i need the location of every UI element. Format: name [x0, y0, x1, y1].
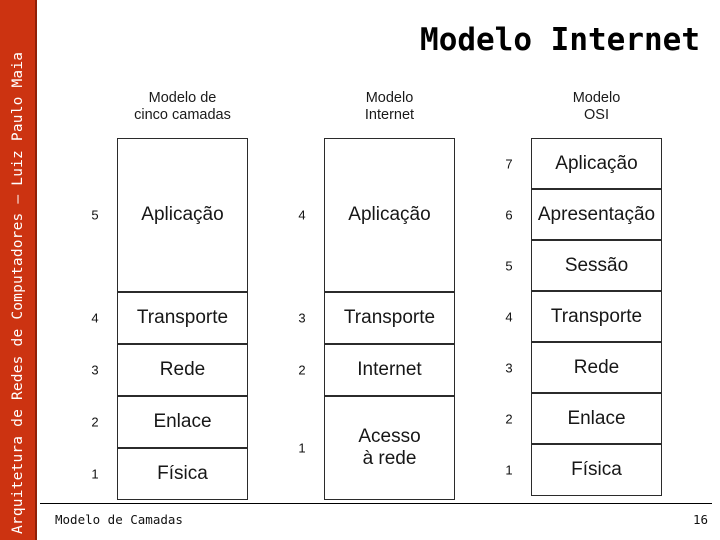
layer-row: 4 Aplicação	[0, 138, 720, 292]
layer-row: 2 Enlace	[0, 393, 720, 444]
layer-row: 4 Transporte	[0, 291, 720, 342]
page-title: Modelo Internet	[420, 22, 700, 58]
layer-box: Transporte	[117, 292, 248, 344]
sidebar-banner: Arquitetura de Redes de Computadores – L…	[0, 0, 37, 540]
layer-row: 1 Física	[0, 444, 720, 496]
layer-box: Física	[531, 444, 662, 496]
layer-number: 6	[505, 207, 513, 222]
layer-row: 3 Rede	[0, 344, 720, 396]
layer-number: 5	[505, 258, 513, 273]
layer-box: Física	[117, 448, 248, 500]
layer-row: 5 Sessão	[0, 240, 720, 291]
layer-row: 2 Enlace	[0, 396, 720, 448]
column-header-line2: OSI	[584, 107, 609, 123]
layer-box: Apresentação	[531, 189, 662, 240]
layer-row: 7 Aplicação	[0, 138, 720, 189]
layer-number: 4	[505, 309, 513, 324]
layer-number: 5	[91, 207, 99, 223]
layer-number: 3	[298, 310, 306, 326]
layer-number: 1	[298, 440, 306, 456]
footer-page-number: 16	[692, 512, 708, 527]
layer-box: Enlace	[117, 396, 248, 448]
layer-number: 4	[298, 207, 306, 223]
layer-number: 3	[91, 362, 99, 378]
layer-box: Rede	[531, 342, 662, 393]
column-header-line2: cinco camadas	[134, 107, 231, 123]
footer-divider	[40, 503, 712, 504]
column-header-line1: Modelo	[572, 90, 621, 106]
layer-box: Aplicação	[117, 138, 248, 292]
layer-row: 3 Transporte	[0, 292, 720, 344]
layer-number: 4	[91, 310, 99, 326]
column-header-line1: Modelo de	[148, 90, 217, 106]
layer-number: 2	[298, 362, 306, 378]
layer-box: Transporte	[324, 292, 455, 344]
layer-row: 6 Apresentação	[0, 189, 720, 240]
layer-row: 4 Transporte	[0, 292, 720, 344]
layer-box: Internet	[324, 344, 455, 396]
layer-number: 2	[91, 414, 99, 430]
layer-number: 3	[505, 360, 513, 375]
layer-row: 2 Internet	[0, 344, 720, 396]
layer-number: 7	[505, 156, 513, 171]
layer-box: Acesso à rede	[324, 396, 455, 500]
layer-row: 1 Acesso à rede	[0, 396, 720, 500]
column-header-line2: Internet	[364, 107, 415, 123]
layer-row: 3 Rede	[0, 342, 720, 393]
layer-number: 1	[91, 466, 99, 482]
layer-box: Enlace	[531, 393, 662, 444]
layer-box: Sessão	[531, 240, 662, 291]
footer-subject-label: Modelo de Camadas	[55, 512, 183, 527]
layer-row: 1 Física	[0, 448, 720, 500]
layer-number: 2	[505, 411, 513, 426]
layer-box: Transporte	[531, 291, 662, 342]
column-header-line1: Modelo	[365, 90, 414, 106]
layer-box: Aplicação	[324, 138, 455, 292]
layer-number: 1	[505, 462, 513, 478]
layer-box: Aplicação	[531, 138, 662, 189]
layer-box: Rede	[117, 344, 248, 396]
layer-row: 5 Aplicação	[0, 138, 720, 292]
